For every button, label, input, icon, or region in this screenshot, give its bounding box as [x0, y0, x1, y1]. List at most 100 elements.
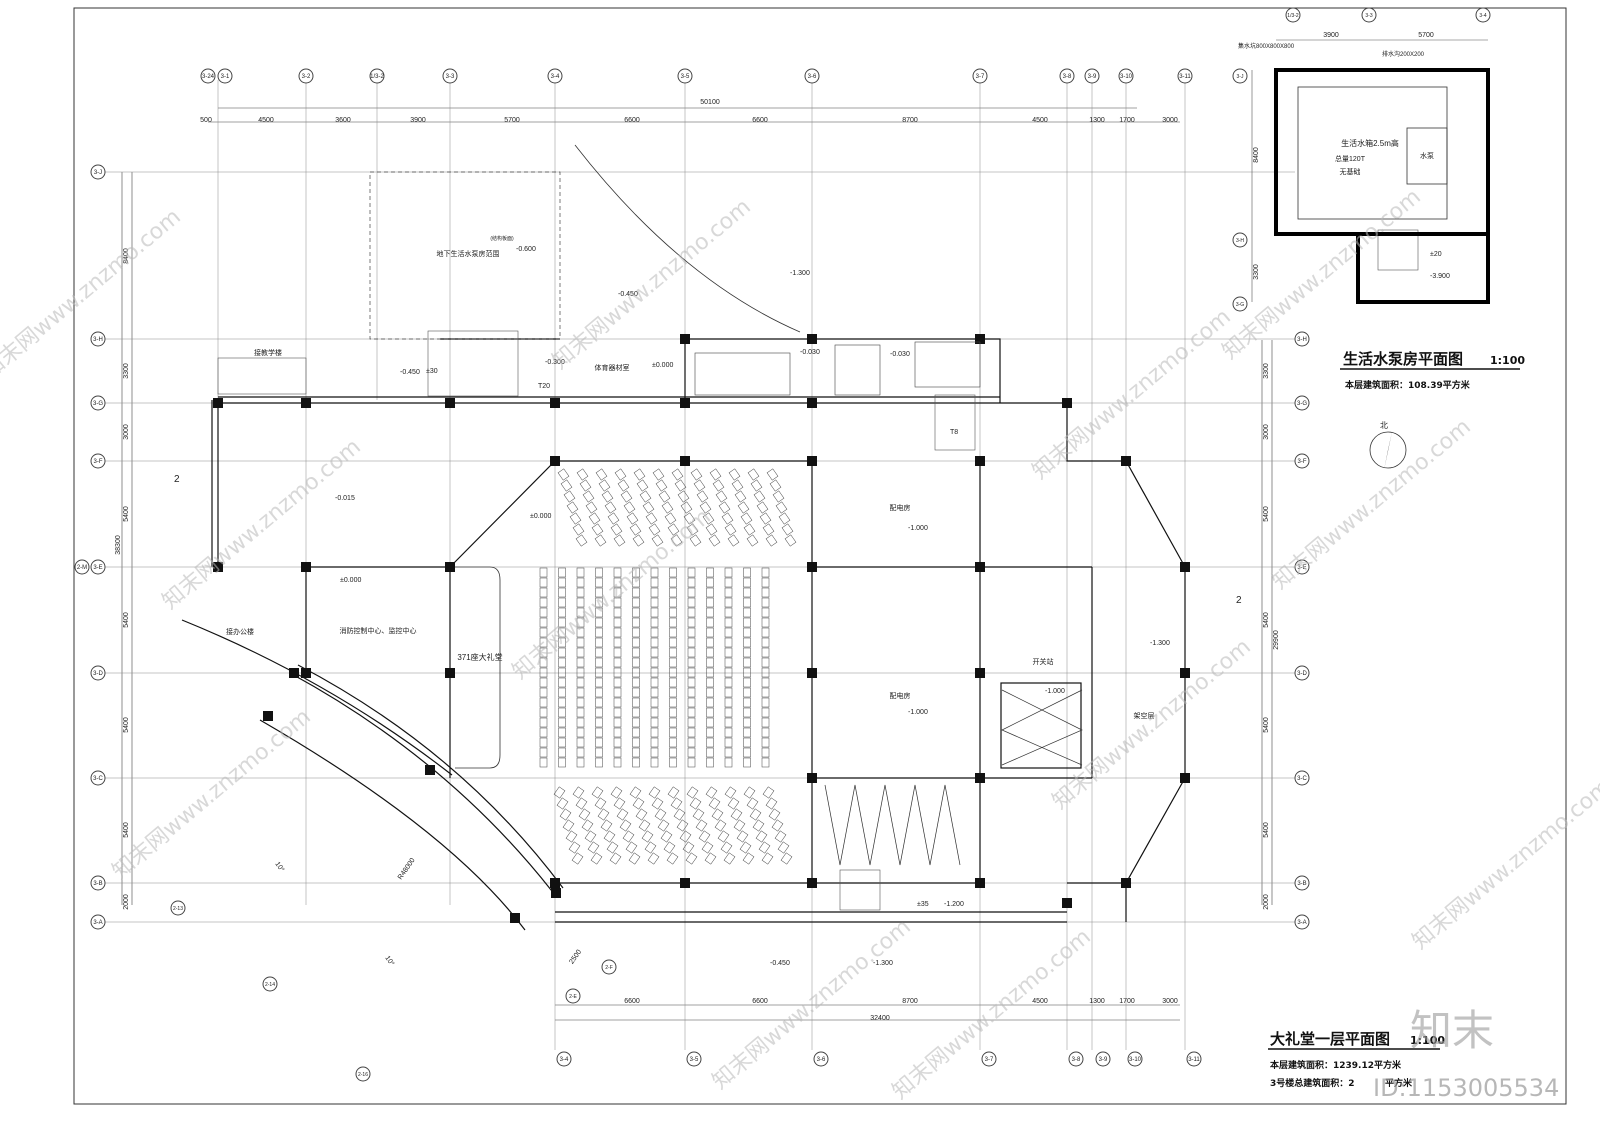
seat	[576, 637, 585, 648]
watermark-text: 知末网www.znzmo.com	[1048, 634, 1256, 814]
seat	[645, 512, 658, 525]
seat	[669, 697, 677, 708]
seat	[739, 841, 752, 854]
seat	[650, 667, 659, 678]
room-label-distribution-1: 配电房	[890, 503, 911, 512]
column	[1062, 898, 1072, 908]
seat	[558, 627, 566, 638]
seat	[636, 479, 649, 492]
column	[680, 456, 690, 466]
seat	[669, 617, 677, 628]
seat	[632, 727, 640, 738]
seat	[648, 786, 661, 799]
seat	[613, 534, 626, 547]
seat	[761, 757, 770, 768]
seat	[706, 717, 714, 728]
seat	[695, 819, 708, 832]
seat	[595, 727, 603, 738]
seat	[613, 727, 622, 738]
seat	[706, 607, 714, 618]
seat	[705, 523, 718, 536]
seat	[784, 534, 797, 547]
seat	[706, 757, 714, 768]
seat	[613, 667, 622, 678]
seat	[706, 667, 714, 678]
seat	[743, 657, 751, 668]
drawing-frame	[73, 7, 1567, 1105]
dim-arc: 2500	[568, 949, 583, 966]
level-mark: -1.200	[944, 901, 964, 908]
seat	[714, 819, 727, 832]
watermark-text: 知末网www.znzmo.com	[1028, 304, 1236, 484]
seat	[706, 707, 714, 718]
seat	[595, 747, 603, 758]
seat	[558, 707, 566, 718]
seat	[661, 501, 674, 514]
room-label-underground-pump: 地下生活水泵房范围	[437, 249, 500, 258]
seat	[595, 468, 608, 481]
north-arrow-circle	[1369, 431, 1407, 469]
seat	[669, 667, 677, 678]
axis-top-label: 3-5	[681, 74, 690, 80]
toilet-fixtures	[694, 341, 981, 396]
watermark-layer: 知末网www.znzmo.com知末网www.znzmo.com知末网www.z…	[0, 184, 1600, 1104]
axis-arc-label: 2-16	[358, 1072, 368, 1078]
level-mark: -0.450	[770, 960, 790, 967]
column	[550, 878, 560, 888]
axis-arc-label: 2-13	[173, 906, 183, 912]
seat	[761, 617, 770, 628]
seat	[558, 567, 566, 578]
seat	[595, 707, 603, 718]
seat	[539, 717, 548, 728]
seat	[576, 647, 585, 658]
left-dimensions: 8400 3300 3000 5400 38300 5400 5400 5400…	[115, 248, 130, 910]
pump-label: 水泵	[1420, 151, 1434, 160]
watermark-text: 知末网www.znzmo.com	[888, 924, 1096, 1104]
seat	[774, 830, 787, 843]
seat	[553, 786, 566, 799]
seat	[724, 607, 733, 618]
dim-right: 2000	[1263, 894, 1270, 910]
seat	[761, 697, 770, 708]
level-mark: -0.030	[800, 349, 820, 356]
seat	[632, 797, 645, 810]
seat	[650, 717, 659, 728]
watermark-text: 知末网www.znzmo.com	[1218, 184, 1426, 364]
axis-right-label: 3-A	[1297, 920, 1306, 926]
seat	[576, 697, 585, 708]
dim-arc: 10°	[383, 954, 396, 967]
seat	[724, 657, 733, 668]
seat	[558, 757, 566, 768]
seat	[671, 468, 684, 481]
seat	[539, 577, 548, 588]
dim-top: 4500	[1032, 117, 1048, 124]
seat	[595, 757, 603, 768]
seat	[756, 501, 769, 514]
seat	[724, 637, 733, 648]
seat	[758, 841, 771, 854]
dim-top: 6600	[752, 117, 768, 124]
axis-right-label: 3-G	[1297, 401, 1307, 407]
seat	[539, 697, 548, 708]
seat	[650, 727, 659, 738]
seat	[711, 808, 724, 821]
seat	[687, 617, 696, 628]
seat	[747, 468, 760, 481]
seat	[607, 512, 620, 525]
column	[807, 878, 817, 888]
level-mark: -1.000	[1045, 688, 1065, 695]
seat	[588, 512, 601, 525]
seat	[650, 737, 659, 748]
seat	[650, 757, 659, 768]
main-plan-total-area-tail: 平方米	[1385, 1077, 1413, 1089]
axis-bottom-label: 3-10	[1129, 1057, 1142, 1063]
seat	[743, 607, 751, 618]
seat	[595, 627, 603, 638]
dim-right: 3300	[1263, 363, 1270, 379]
column	[975, 668, 985, 678]
seat	[724, 597, 733, 608]
seat	[613, 687, 622, 698]
seat	[743, 597, 751, 608]
axis-left-label: 3-B	[93, 881, 102, 887]
axis-top-label: 3-7	[976, 74, 985, 80]
